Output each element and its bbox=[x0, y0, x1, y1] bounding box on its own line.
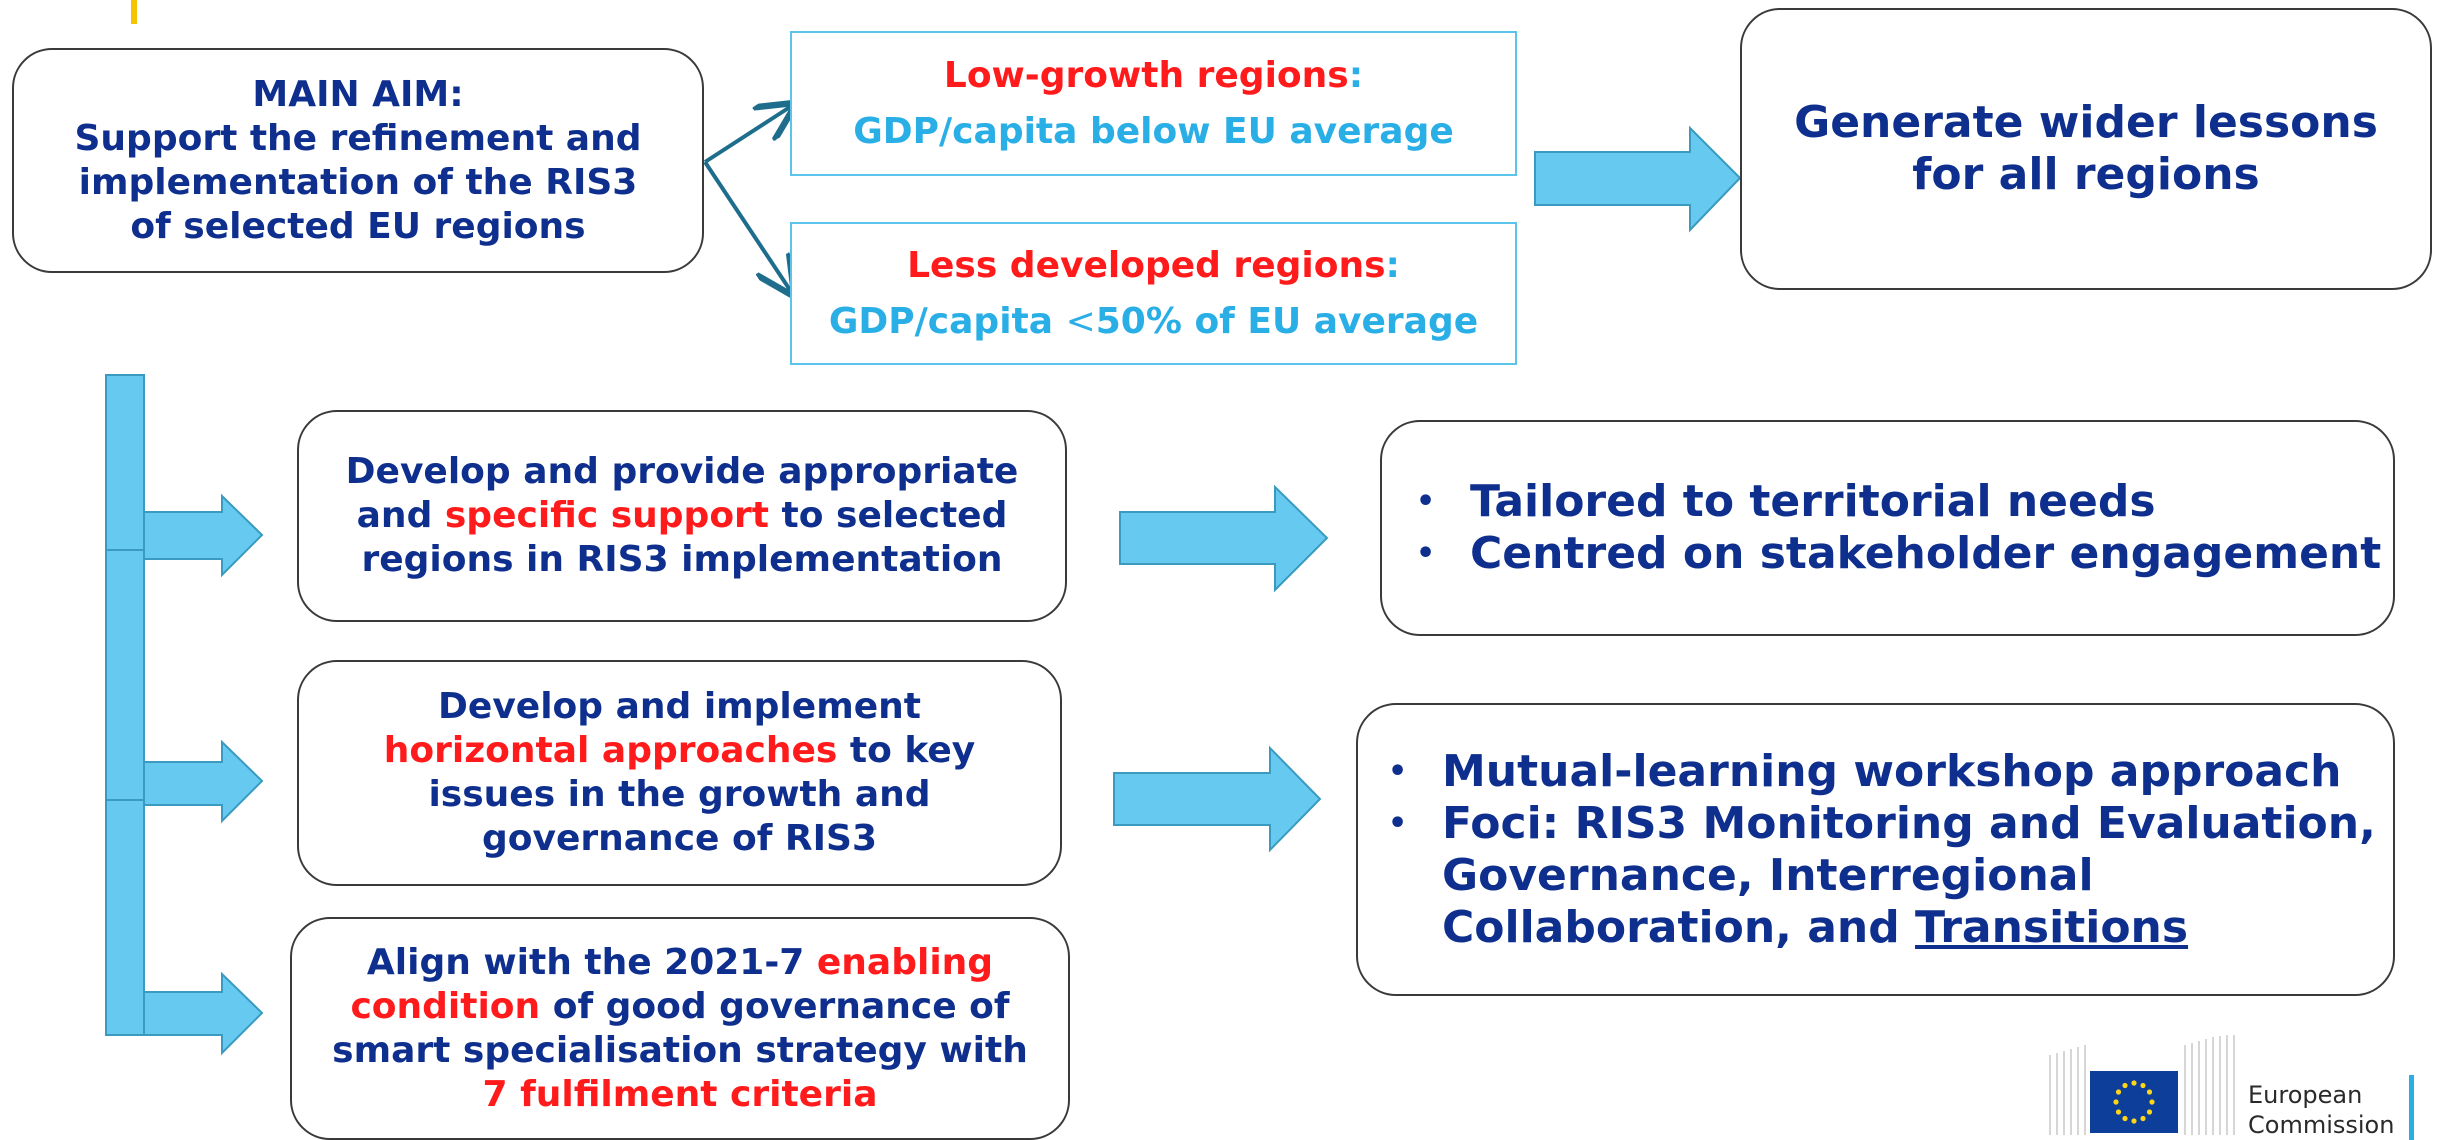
transitions-link[interactable]: Transitions bbox=[1915, 901, 2189, 953]
fulfilment-criteria-highlight: 7 fulfilment criteria bbox=[482, 1073, 878, 1115]
less-developed-box: Less developed regions: GDP/capita <50% … bbox=[790, 222, 1517, 365]
bracket-arrow-3 bbox=[143, 971, 264, 1056]
horizontal-approaches-highlight: horizontal approaches bbox=[383, 730, 838, 771]
enabling-condition-box: Align with the 2021-7 enabling condition… bbox=[290, 917, 1070, 1140]
branch-arrow-down bbox=[703, 160, 790, 290]
tailored-item-1: •Tailored to territorial needs bbox=[1416, 476, 2156, 527]
low-growth-detail: GDP/capita below EU average bbox=[853, 110, 1454, 152]
lessons-line-2: for all regions bbox=[1912, 149, 2260, 200]
main-aim-label: MAIN AIM: bbox=[252, 73, 464, 115]
support-line-1: Develop and provide appropriate bbox=[345, 451, 1019, 492]
arrow-to-mutual bbox=[1113, 745, 1322, 853]
eu-flag-icon bbox=[2049, 1035, 2235, 1135]
tailored-item-2: •Centred on stakeholder engagement bbox=[1416, 528, 2382, 579]
low-growth-title: Low-growth regions bbox=[943, 54, 1349, 96]
lessons-box: Generate wider lessons for all regions bbox=[1740, 8, 2432, 290]
less-developed-detail: GDP/capita <50% of EU average bbox=[828, 300, 1479, 342]
arrow-to-lessons bbox=[1534, 125, 1742, 233]
bracket-arrow-1 bbox=[143, 493, 264, 578]
less-developed-title: Less developed regions bbox=[907, 244, 1386, 286]
horizontal-approaches-box: Develop and implement horizontal approac… bbox=[297, 660, 1062, 886]
low-growth-box: Low-growth regions: GDP/capita below EU … bbox=[790, 31, 1517, 176]
horizontal-line-1: Develop and implement bbox=[438, 686, 921, 727]
specific-support-highlight: specific support bbox=[444, 495, 770, 536]
accent-bar bbox=[131, 0, 137, 24]
support-line-3: regions in RIS3 implementation bbox=[361, 539, 1003, 580]
align-line-1: Align with the 2021-7 enabling bbox=[366, 941, 994, 983]
bracket-arrow-2 bbox=[143, 739, 264, 824]
less-developed-title-line: Less developed regions: bbox=[907, 244, 1400, 286]
align-line-2: condition of good governance of bbox=[350, 985, 1010, 1027]
horizontal-line-2: horizontal approaches to key bbox=[383, 730, 976, 771]
align-line-3: smart specialisation strategy with bbox=[332, 1029, 1028, 1071]
logo-line-2: Commission bbox=[2248, 1111, 2395, 1139]
main-aim-line-2: implementation of the RIS3 bbox=[78, 161, 638, 203]
main-aim-line-1: Support the refinement and bbox=[74, 117, 642, 159]
main-aim-box: MAIN AIM: Support the refinement and imp… bbox=[12, 48, 704, 273]
vertical-bracket bbox=[105, 374, 145, 1036]
horizontal-line-3: issues in the growth and bbox=[428, 774, 931, 815]
mutual-learning-box: •Mutual-learning workshop approach •Foci… bbox=[1356, 703, 2395, 996]
tailored-box: •Tailored to territorial needs •Centred … bbox=[1380, 420, 2395, 636]
support-line-2: and specific support to selected bbox=[356, 495, 1008, 536]
logo-divider bbox=[2409, 1075, 2414, 1140]
low-growth-title-line: Low-growth regions: bbox=[943, 54, 1364, 96]
main-aim-line-3: of selected EU regions bbox=[130, 205, 586, 247]
logo-line-1: European bbox=[2248, 1081, 2363, 1109]
lessons-line-1: Generate wider lessons bbox=[1794, 97, 2378, 148]
horizontal-line-4: governance of RIS3 bbox=[482, 818, 877, 859]
european-commission-logo: European Commission bbox=[2045, 1035, 2443, 1140]
specific-support-box: Develop and provide appropriate and spec… bbox=[297, 410, 1067, 622]
branch-arrow-up bbox=[703, 107, 790, 164]
mutual-item-1: •Mutual-learning workshop approach bbox=[1388, 745, 2342, 797]
arrow-to-tailored bbox=[1119, 484, 1329, 593]
mutual-item-2: •Foci: RIS3 Monitoring and Evaluation,Go… bbox=[1388, 797, 2376, 953]
